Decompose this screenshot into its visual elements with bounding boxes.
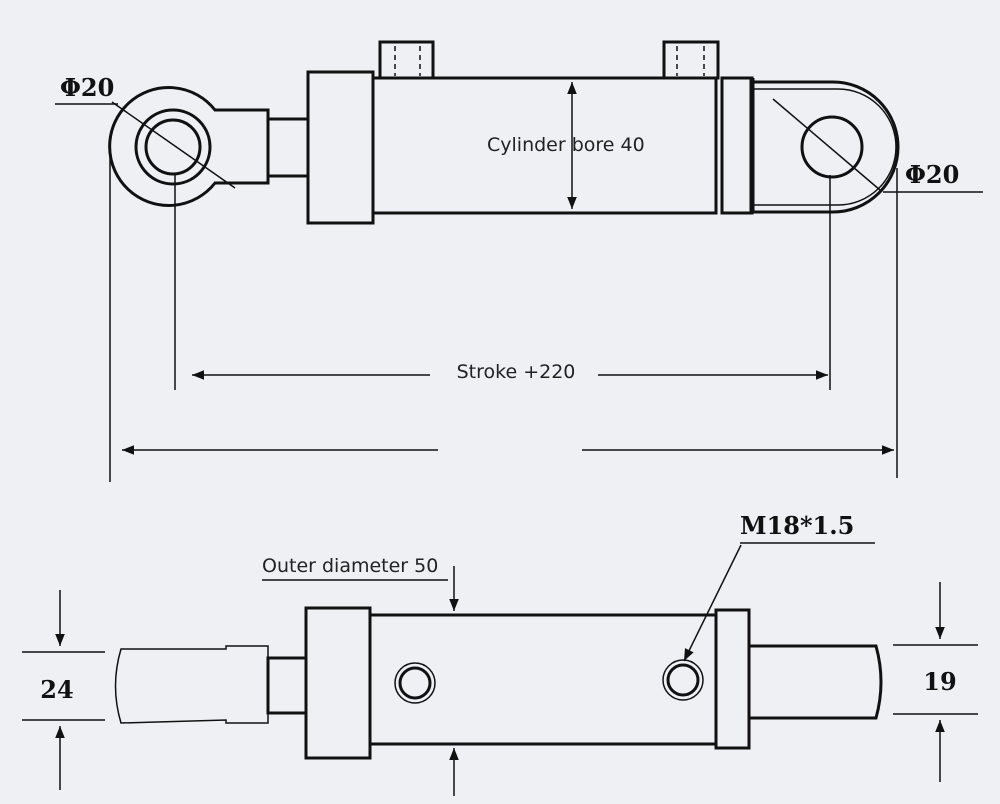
cylinder-barrel <box>371 76 718 215</box>
top-view: Cylinder bore 40 Φ20 Φ20 Stroke +220 <box>55 40 983 482</box>
port-thread-leader <box>683 544 742 662</box>
stroke-label: Stroke +220 <box>457 361 576 383</box>
right-dimension-label: 19 <box>923 667 956 696</box>
left-dimension-label: 24 <box>40 675 73 704</box>
rear-clevis <box>752 80 900 214</box>
left-pin-leader <box>111 101 236 189</box>
port-thread-label: M18*1.5 <box>740 511 854 540</box>
port-hole-right <box>662 659 704 701</box>
left-pin-diameter-label: Φ20 <box>60 73 114 102</box>
rear-rod-side <box>749 644 883 720</box>
barrel-side <box>368 613 718 746</box>
front-end-cap <box>306 70 375 225</box>
side-view: 24 19 Outer diameter 50 M18*1.5 <box>22 511 978 796</box>
rear-end-cap <box>720 76 755 215</box>
rod-neck <box>266 656 308 715</box>
right-pin-leader <box>772 98 881 191</box>
outer-diameter-label: Outer diameter 50 <box>262 555 438 577</box>
rear-cap-side <box>714 608 751 750</box>
left-clevis-side <box>114 645 269 724</box>
oil-port-left <box>378 40 435 80</box>
right-pin-diameter-label: Φ20 <box>905 160 959 189</box>
piston-rod <box>266 117 310 178</box>
front-cap-side <box>304 606 372 760</box>
bore-label: Cylinder bore 40 <box>487 134 645 156</box>
left-rod-eye <box>108 86 270 207</box>
oil-port-right <box>662 40 720 80</box>
port-hole-left <box>394 662 436 704</box>
